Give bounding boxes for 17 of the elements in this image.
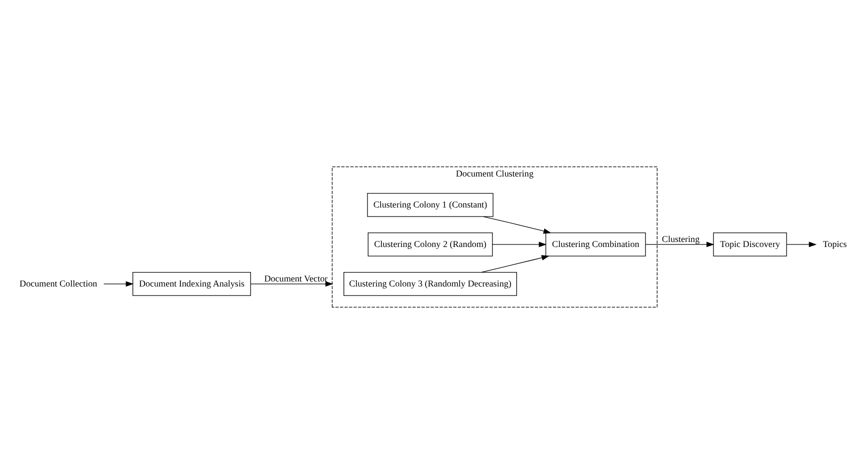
node-text: Topics [822, 238, 847, 248]
arrow [483, 216, 552, 234]
arrow [480, 254, 550, 272]
arrow [103, 280, 134, 286]
arrow [786, 241, 817, 247]
node-box: Clustering Colony 3 (Randomly Decreasing) [344, 271, 517, 296]
arrow [645, 241, 714, 247]
edge-label: Clustering [662, 233, 700, 244]
node-text: Document Collection [20, 278, 98, 288]
node-box: Topic Discovery [713, 232, 787, 256]
node-box: Clustering Combination [545, 232, 646, 256]
arrow [250, 280, 334, 286]
node-box: Clustering Colony 1 (Constant) [367, 192, 494, 216]
arrow [492, 241, 547, 247]
node-box: Clustering Colony 2 (Random) [368, 232, 493, 256]
edge-label: Document Vector [264, 272, 328, 283]
node-box: Document Indexing Analysis [132, 271, 251, 296]
